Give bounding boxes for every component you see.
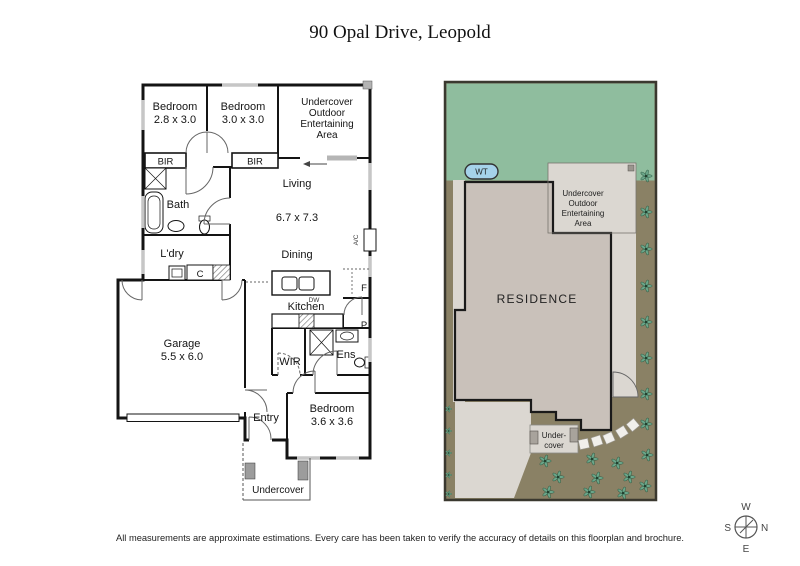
room-label-ensuite: Ens [337,349,356,361]
label-cupboard: C [197,269,204,280]
ensuite-toilet [354,357,365,368]
room-size-bedroom1: 2.8 x 3.0 [154,114,196,126]
water-tank-label: WT [475,168,488,177]
carport-post [569,427,579,443]
label-bir-left: BIR [158,157,174,168]
vanity-basin [167,220,185,232]
stepping-stones [577,417,641,450]
room-size-bedroom3: 3.6 x 3.6 [311,416,353,428]
gate-swing [612,371,639,398]
site-undercover-label-1: Under- [542,431,567,440]
room-label-bedroom3: Bedroom [310,403,355,415]
room-label-dining: Dining [281,249,312,261]
room-label-uoea-3: Entertaining [300,119,353,130]
garage-door [126,413,240,422]
porch-post [297,460,309,481]
site-uoea-label-3: Entertaining [562,209,605,218]
compass-east: E [743,544,750,555]
compass-west: W [741,502,751,513]
carport-post [529,430,539,445]
room-label-living: Living [283,178,312,190]
room-label-garage: Garage [164,338,201,350]
cooktop [298,313,315,329]
bathtub [144,191,164,234]
room-label-kitchen: Kitchen [288,301,325,313]
kitchen-fixtures [271,270,344,329]
floorplan-outer-walls [116,83,372,460]
label-pantry: P [361,320,367,331]
door-swings [121,131,363,441]
label-dishwasher: DW [309,297,321,304]
ensuite-vanity [335,329,359,343]
hatched-cabinet [212,264,231,281]
sink-right [298,276,315,291]
floorplan: Bedroom 2.8 x 3.0 Bedroom 3.0 x 3.0 Unde… [116,80,377,501]
residence-label: RESIDENCE [497,292,578,306]
siteplan-labels: Undercover Outdoor Entertaining Area RES… [497,189,605,450]
compass-south: S [724,523,731,534]
page-title: 90 Opal Drive, Leopold [309,22,491,43]
site-uoea-post [627,164,635,172]
room-label-bath: Bath [167,199,190,211]
siteplan: WT [443,80,658,502]
room-label-undercover: Undercover [252,485,304,496]
water-tank: WT [464,163,499,180]
site-uoea-label-2: Outdoor [569,199,598,208]
ensuite-fixtures [309,329,371,369]
site-undercover-label-2: cover [544,441,564,450]
sliding-door-arrow [303,161,327,167]
label-bir-right: BIR [247,157,263,168]
site-uoea-label-4: Area [575,219,592,228]
room-label-bedroom2: Bedroom [221,101,266,113]
room-label-wir: WIR [279,356,300,368]
room-label-uoea-4: Area [316,130,338,141]
room-label-bedroom1: Bedroom [153,101,198,113]
site-uoea-label-1: Undercover [562,189,604,198]
room-label-laundry: L'dry [160,248,184,260]
room-label-uoea-2: Outdoor [309,108,346,119]
label-aircon: A/C [353,234,360,245]
porch-post [244,462,256,480]
bath-fixtures [144,167,211,235]
room-size-living: 6.7 x 7.3 [276,212,318,224]
compass-needle [735,516,757,538]
room-label-entry: Entry [253,412,279,424]
thresholds [246,268,369,296]
compass: W N E S [724,502,768,555]
room-size-bedroom2: 3.0 x 3.0 [222,114,264,126]
paved-courtyard [548,163,636,397]
windows [141,83,372,460]
floorplan-labels: Bedroom 2.8 x 3.0 Bedroom 3.0 x 3.0 Unde… [153,97,367,496]
room-label-uoea-1: Undercover [301,97,353,108]
entry-door-gap [249,437,272,443]
disclaimer: All measurements are approximate estimat… [116,533,684,543]
room-size-garage: 5.5 x 6.0 [161,351,203,363]
label-fridge: F [361,283,367,294]
laundry-fixtures [168,264,231,281]
driveway [455,402,578,498]
built-in-robes [144,152,279,169]
sink-left [281,276,298,291]
porch [242,443,311,501]
air-conditioner [363,228,377,252]
post [362,80,373,90]
sliding-door-gap [300,155,327,161]
site-uoea-outline [547,162,637,234]
site-undercover [529,424,579,454]
compass-north: N [761,523,768,534]
washing-machine [168,265,186,281]
